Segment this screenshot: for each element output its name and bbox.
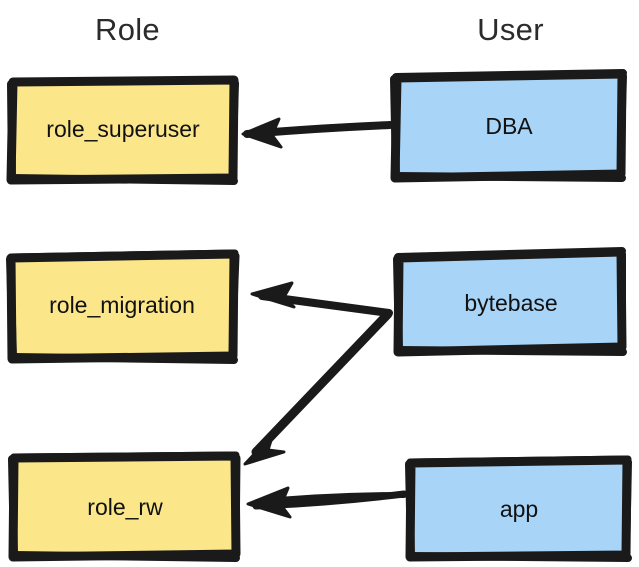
edge-dba-to-role-superuser: [241, 117, 394, 149]
node-dba[interactable]: [392, 71, 627, 181]
edge-app-to-role-rw: [246, 486, 408, 519]
node-dba-shape: [390, 69, 627, 183]
node-app-shape: [405, 455, 632, 562]
node-bytebase[interactable]: [395, 249, 627, 355]
edge-bytebase-to-role-migration: [250, 281, 393, 317]
node-app[interactable]: [407, 457, 632, 561]
node-role-rw[interactable]: [10, 454, 240, 560]
column-header-role: Role: [95, 12, 160, 47]
node-role-superuser[interactable]: [9, 78, 239, 184]
node-bytebase-shape: [393, 247, 627, 357]
node-role-migration[interactable]: [8, 252, 238, 362]
column-header-user: User: [477, 12, 544, 47]
node-role-rw-shape: [8, 451, 241, 562]
node-role-superuser-shape: [6, 75, 239, 185]
edge-bytebase-to-role-rw: [243, 309, 393, 466]
node-role-migration-shape: [6, 249, 240, 364]
